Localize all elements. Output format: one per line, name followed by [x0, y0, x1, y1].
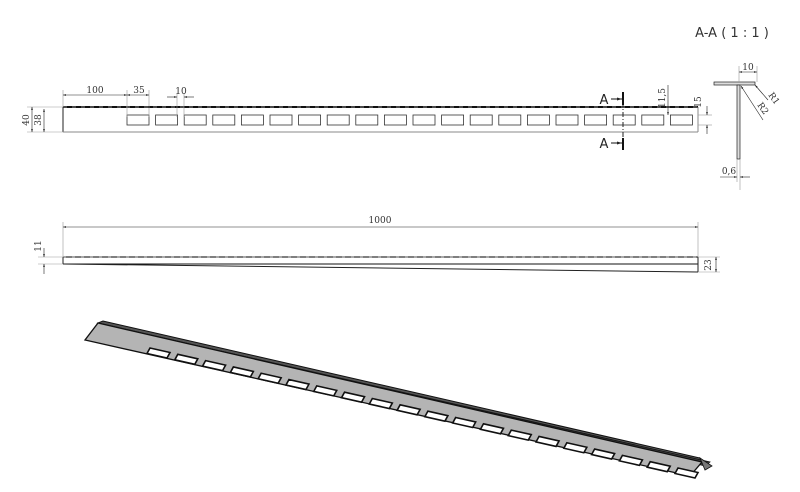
- section-view: A-A ( 1 : 1 ) 10 R1 R2 0,6: [695, 26, 781, 190]
- slot-row: [126, 114, 693, 126]
- slot: [240, 114, 264, 126]
- iso-slot: [423, 410, 450, 423]
- section-marker-top: A: [600, 93, 609, 108]
- iso-slot: [201, 359, 227, 372]
- slot: [412, 114, 436, 126]
- dim-overall-height: 40: [22, 114, 32, 126]
- dim-radius-r1: R1: [766, 91, 781, 107]
- slot: [527, 114, 550, 126]
- dim-right-height: 23: [704, 259, 714, 271]
- dim-slot-length: 35: [133, 86, 145, 96]
- slot: [555, 114, 579, 126]
- iso-slot: [284, 378, 311, 391]
- iso-slot: [534, 435, 561, 448]
- iso-slot-row: [145, 347, 700, 479]
- iso-slot: [256, 372, 283, 385]
- iso-slot: [340, 391, 366, 404]
- iso-slot: [451, 416, 477, 429]
- slot: [641, 114, 665, 126]
- section-title: A-A ( 1 : 1 ): [695, 26, 769, 41]
- iso-slot: [368, 397, 394, 410]
- dim-flange-width: 10: [742, 63, 754, 73]
- iso-slot: [590, 448, 616, 460]
- slot: [670, 114, 693, 126]
- slot: [298, 114, 322, 126]
- iso-slot: [173, 353, 199, 366]
- slot: [469, 114, 493, 126]
- iso-slot: [673, 467, 700, 479]
- slot: [326, 114, 350, 126]
- dim-slot-height: 15: [694, 96, 704, 108]
- iso-slot: [562, 441, 589, 454]
- dim-inner-height: 38: [34, 114, 44, 126]
- slot: [383, 114, 407, 126]
- slot: [269, 114, 293, 126]
- slot: [355, 114, 379, 126]
- slot: [498, 114, 522, 126]
- dim-length: 1000: [369, 216, 392, 226]
- dim-first-slot-offset: 100: [86, 86, 103, 96]
- iso-slot: [312, 384, 338, 397]
- top-view: 40 38 100 35 10 11,5 15 A A: [22, 85, 712, 152]
- side-view: 1000 11 23: [34, 216, 720, 274]
- slot: [183, 114, 207, 126]
- iso-slot: [395, 403, 422, 416]
- iso-slot: [229, 366, 255, 378]
- iso-slot: [618, 454, 644, 467]
- dim-left-height: 11: [34, 240, 44, 251]
- dim-slot-top-offset: 11,5: [658, 88, 668, 108]
- iso-slot: [145, 347, 172, 359]
- iso-view: [83, 320, 713, 479]
- slot: [584, 114, 607, 126]
- dim-radius-r2: R2: [755, 101, 770, 117]
- slot: [212, 114, 236, 126]
- section-marker-bottom: A: [600, 137, 609, 152]
- slot: [441, 114, 465, 126]
- dim-thickness: 0,6: [722, 167, 737, 177]
- iso-slot: [507, 429, 533, 442]
- dim-slot-gap: 10: [175, 87, 187, 97]
- iso-slot: [646, 460, 672, 473]
- slot: [126, 114, 150, 126]
- slot: [155, 114, 179, 126]
- iso-slot: [479, 422, 505, 435]
- slot: [612, 114, 636, 126]
